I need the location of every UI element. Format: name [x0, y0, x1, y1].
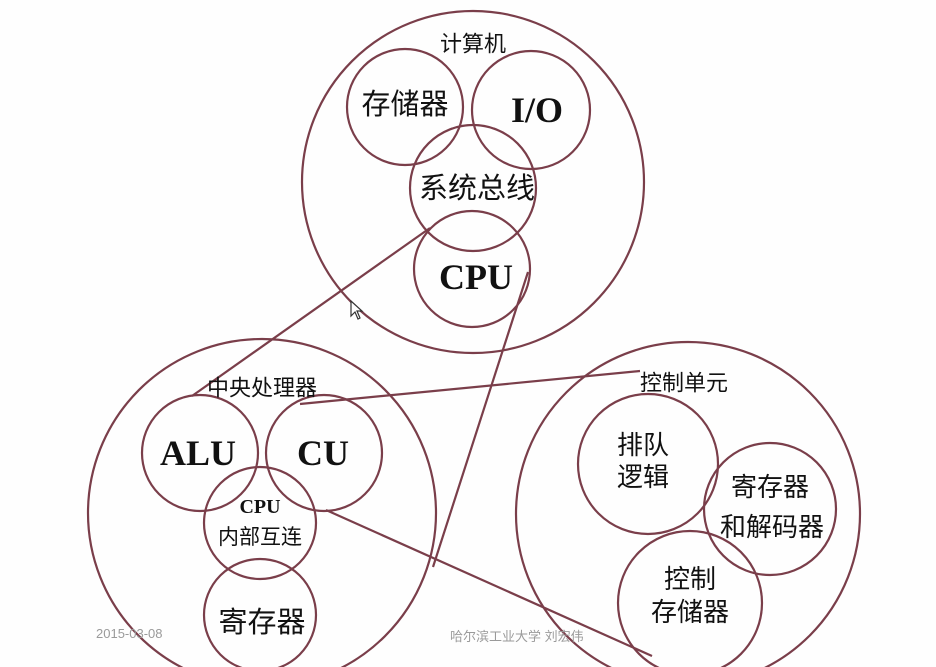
interconnect-label-line2: 内部互连	[218, 525, 302, 549]
cpu-detail-title: 中央处理器	[207, 377, 317, 402]
mouse-pointer-icon	[350, 299, 364, 324]
interconnect-label-line1: CPU	[239, 496, 280, 518]
io-circle	[470, 49, 592, 171]
control-unit-title: 控制单元	[640, 372, 728, 397]
cpu-label: CPU	[439, 257, 513, 297]
cpu-circle	[412, 209, 532, 329]
control-memory-label-line2: 存储器	[651, 598, 729, 628]
connector-cu-top	[299, 369, 641, 406]
io-label: I/O	[511, 90, 563, 130]
control-memory-circle	[616, 529, 764, 667]
interconnect-circle	[202, 465, 318, 581]
connector-interconnect-bottom	[325, 508, 653, 658]
alu-circle	[140, 393, 260, 513]
control-memory-label-line1: 控制	[664, 565, 716, 595]
registers-label: 寄存器	[218, 605, 305, 639]
cu-label: CU	[297, 433, 349, 473]
bus-circle	[408, 123, 538, 253]
connector-cpu-left	[191, 227, 431, 397]
decoder-label-line1: 寄存器	[731, 473, 809, 503]
computer-circle	[300, 9, 646, 355]
connector-cpu-right	[431, 271, 530, 568]
decoder-circle	[702, 441, 838, 577]
sequencing-label-line2: 逻辑	[617, 463, 669, 493]
memory-label: 存储器	[361, 87, 448, 121]
sequencing-circle	[576, 392, 720, 536]
cpu-detail-circle	[86, 337, 438, 667]
computer-title: 计算机	[440, 33, 506, 58]
cu-circle	[264, 393, 384, 513]
footer-credit: 哈尔滨工业大学 刘宏伟	[450, 629, 584, 644]
memory-circle	[345, 47, 465, 167]
alu-label: ALU	[160, 433, 236, 473]
bus-label: 系统总线	[419, 171, 535, 205]
control-unit-circle	[514, 340, 862, 667]
decoder-label-line2: 和解码器	[720, 513, 824, 543]
footer-date: 2015-03-08	[96, 626, 163, 641]
sequencing-label-line1: 排队	[617, 431, 669, 461]
registers-circle	[202, 557, 318, 667]
